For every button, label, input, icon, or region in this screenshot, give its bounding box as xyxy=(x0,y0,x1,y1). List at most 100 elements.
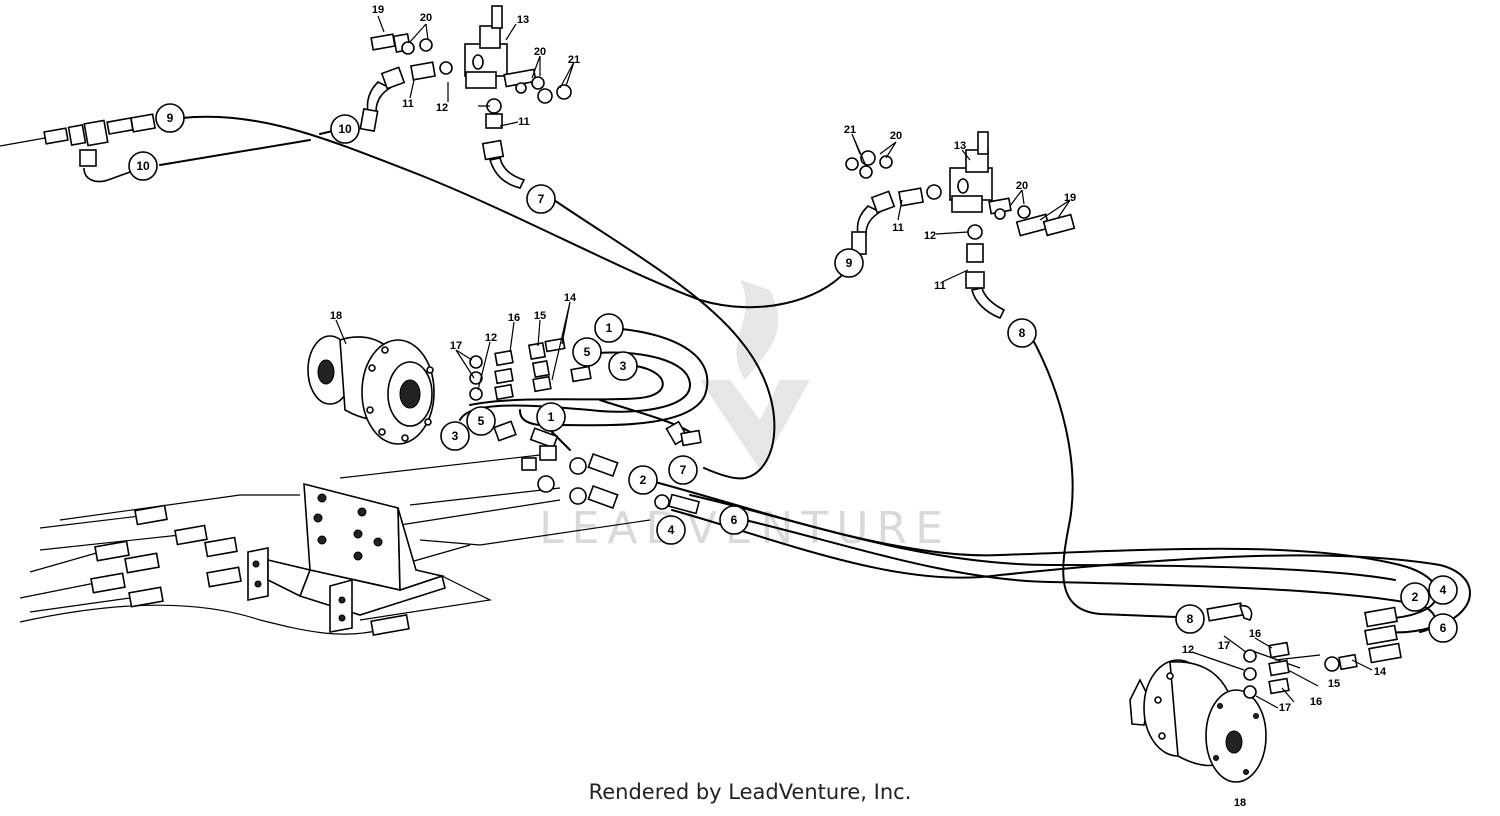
label-21-right: 21 xyxy=(844,124,856,136)
svg-text:4: 4 xyxy=(668,523,675,537)
label-16-left: 16 xyxy=(508,312,520,324)
label-11-right: 11 xyxy=(892,222,904,234)
label-17-right-top: 17 xyxy=(1218,640,1230,652)
hose-10-a xyxy=(159,139,311,166)
right-hydraulic-motor xyxy=(1129,659,1267,783)
svg-text:10: 10 xyxy=(136,159,150,173)
label-20-right-lower: 20 xyxy=(1016,180,1028,192)
svg-text:2: 2 xyxy=(1412,590,1419,604)
hose-x xyxy=(689,494,1396,581)
callout-4-left: 4 xyxy=(656,515,686,545)
callout-5-bottom: 5 xyxy=(466,406,496,436)
callout-7-bottom: 7 xyxy=(668,455,698,485)
svg-text:10: 10 xyxy=(338,122,352,136)
callouts: 9 10 10 7 9 8 1 5 3 5 3 1 2 7 4 6 8 2 4 … xyxy=(128,103,1458,643)
label-20-right: 20 xyxy=(890,130,902,142)
label-20-top-right: 20 xyxy=(534,46,546,58)
label-17-left: 17 xyxy=(450,340,462,352)
callout-6-right: 6 xyxy=(1428,613,1458,643)
label-17-right-bottom: 17 xyxy=(1279,702,1291,714)
svg-text:8: 8 xyxy=(1019,326,1026,340)
right-motor-fittings xyxy=(1206,602,1402,699)
label-14-right: 14 xyxy=(1374,666,1387,678)
left-motor-fittings xyxy=(469,337,702,515)
hose-5-loop xyxy=(459,351,692,421)
callout-7-top: 7 xyxy=(526,184,556,214)
line-left-2 xyxy=(29,551,101,573)
hose-7 xyxy=(553,199,776,480)
mounting-bracket xyxy=(247,482,446,633)
label-12-left: 12 xyxy=(485,332,497,344)
label-13-right: 13 xyxy=(954,140,966,152)
svg-text:6: 6 xyxy=(1440,621,1447,635)
callout-10-top: 10 xyxy=(330,114,360,144)
hose-3-loop xyxy=(469,365,664,406)
line-left-6 xyxy=(19,604,381,635)
svg-text:1: 1 xyxy=(606,321,613,335)
hose-8 xyxy=(1031,337,1177,618)
line-left-3 xyxy=(19,581,101,599)
svg-text:9: 9 xyxy=(846,256,853,270)
label-19-top: 19 xyxy=(372,4,384,16)
tee-fitting-left xyxy=(43,113,156,183)
hoses xyxy=(0,115,1471,669)
label-16-right-top: 16 xyxy=(1249,628,1261,640)
label-20-top: 20 xyxy=(420,12,432,24)
leader-lines xyxy=(59,454,1321,669)
svg-text:5: 5 xyxy=(584,345,591,359)
label-21-top: 21 xyxy=(568,54,580,66)
svg-text:7: 7 xyxy=(538,192,545,206)
left-hydraulic-motor xyxy=(307,335,435,445)
svg-text:5: 5 xyxy=(478,414,485,428)
svg-text:7: 7 xyxy=(680,463,687,477)
bracket-fittings xyxy=(90,504,410,636)
line-top-left xyxy=(0,137,46,147)
valve-assembly-top xyxy=(359,5,572,189)
label-14-left: 14 xyxy=(564,292,577,304)
svg-text:3: 3 xyxy=(452,429,459,443)
label-11-top: 11 xyxy=(402,98,414,110)
callout-10-left: 10 xyxy=(128,151,158,181)
label-19-right: 19 xyxy=(1064,192,1076,204)
callout-3-top: 3 xyxy=(608,351,638,381)
svg-text:9: 9 xyxy=(167,111,174,125)
callout-9-right: 9 xyxy=(834,248,864,278)
callout-3-bottom: 3 xyxy=(440,421,470,451)
callout-9-top: 9 xyxy=(155,103,185,133)
valve-assembly-right xyxy=(845,131,1076,320)
svg-text:4: 4 xyxy=(1440,583,1447,597)
label-12-right-motor: 12 xyxy=(1182,644,1194,656)
svg-text:3: 3 xyxy=(620,359,627,373)
line-left-5 xyxy=(39,534,181,551)
label-11-top-lower: 11 xyxy=(518,116,530,128)
callout-2-right: 2 xyxy=(1400,582,1430,612)
label-15-left: 15 xyxy=(534,310,546,322)
svg-text:2: 2 xyxy=(640,473,647,487)
footer-credit: Rendered by LeadVenture, Inc. xyxy=(588,780,912,804)
label-11-right-lower: 11 xyxy=(934,280,946,292)
hose-7-stub xyxy=(599,399,691,433)
callout-1-bottom: 1 xyxy=(536,402,566,432)
label-16-right-bottom: 16 xyxy=(1310,696,1322,708)
callout-8-bottom: 8 xyxy=(1175,604,1205,634)
callout-6-left: 6 xyxy=(719,505,749,535)
hose-1-loop xyxy=(519,327,709,427)
svg-text:6: 6 xyxy=(731,513,738,527)
label-18-right: 18 xyxy=(1234,797,1246,809)
svg-text:8: 8 xyxy=(1187,612,1194,626)
label-13-top: 13 xyxy=(517,14,529,26)
label-12-top: 12 xyxy=(436,102,448,114)
line-left-1 xyxy=(39,515,141,529)
callout-5-top: 5 xyxy=(572,337,602,367)
label-12-right: 12 xyxy=(924,230,936,242)
label-18-left: 18 xyxy=(330,310,342,322)
svg-text:1: 1 xyxy=(548,410,555,424)
callout-1-top: 1 xyxy=(594,313,624,343)
callout-8-top: 8 xyxy=(1007,318,1037,348)
label-15-right: 15 xyxy=(1328,678,1340,690)
callout-4-right: 4 xyxy=(1428,575,1458,605)
callout-2-left: 2 xyxy=(628,465,658,495)
part-labels: 19 20 13 20 21 11 12 11 21 20 13 20 19 1… xyxy=(330,4,1387,809)
line-left-4 xyxy=(29,597,131,613)
